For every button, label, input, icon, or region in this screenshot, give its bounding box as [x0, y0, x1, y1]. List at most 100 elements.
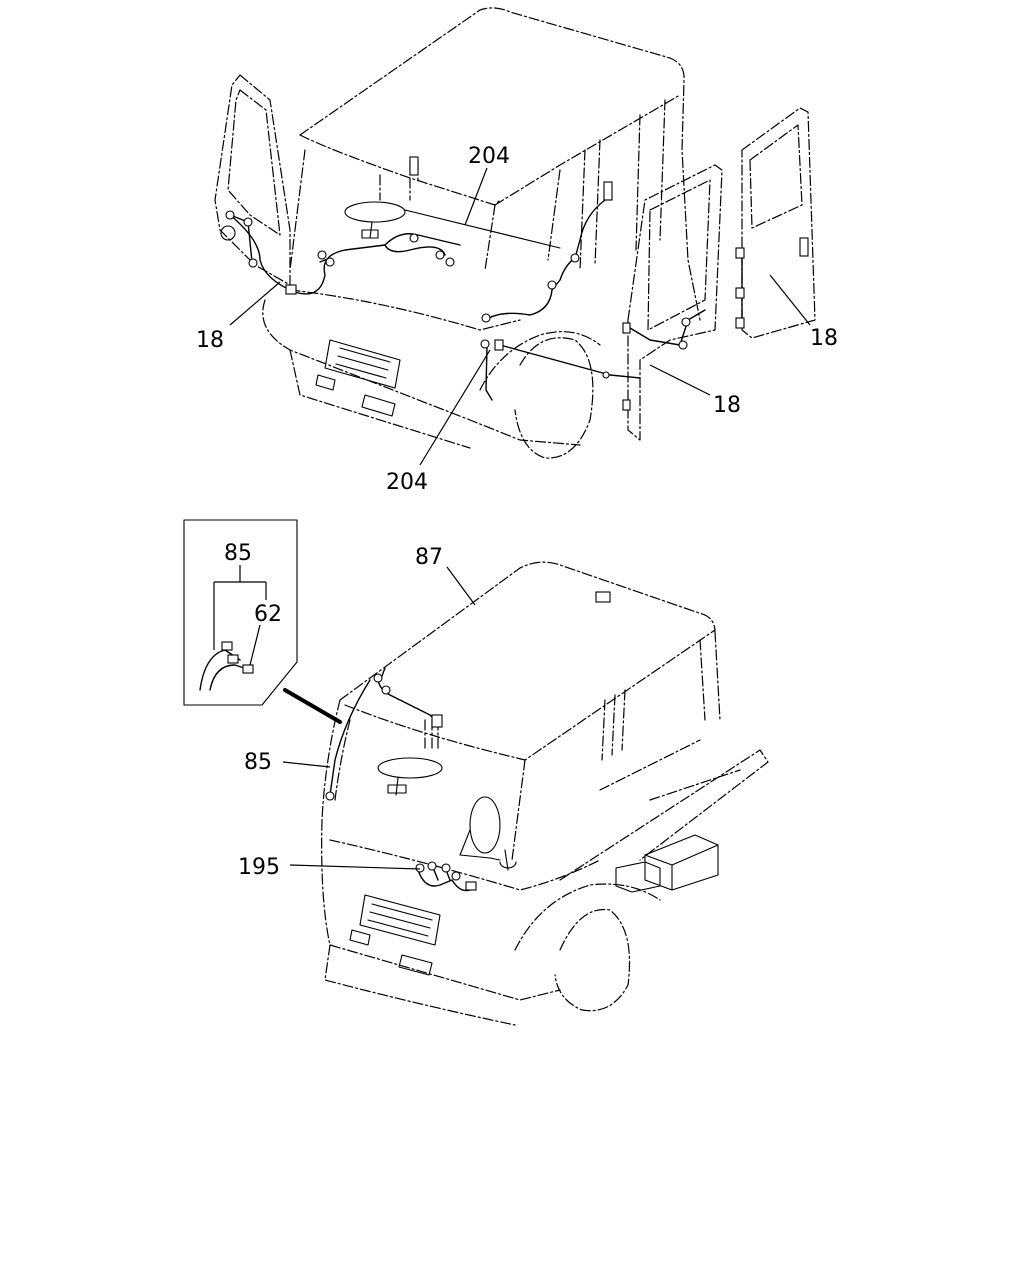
callout-85-inset: 85 [224, 541, 252, 566]
steering-column [361, 221, 379, 239]
connector [242, 664, 254, 674]
left-door-window [227, 89, 281, 236]
inset-pointer-arrow [283, 688, 342, 724]
connector [441, 863, 451, 873]
cab2-hood [329, 839, 601, 891]
right-front-door-window [647, 179, 711, 331]
connector [381, 685, 391, 695]
right-rear-door-outline [741, 107, 816, 339]
callout-204-top: 204 [468, 144, 510, 169]
battery-terminal [615, 861, 661, 893]
top-labels: 204 18 18 18 204 [196, 144, 838, 495]
cab2-roof-front-edge [344, 629, 716, 761]
harness-204-main [229, 214, 446, 295]
connector [445, 257, 455, 267]
cab2-headlamp [349, 929, 433, 976]
harness-lower-204 [485, 344, 493, 401]
cab2-wheel [554, 908, 631, 1012]
harness-right-door [629, 309, 706, 346]
connector [570, 253, 580, 263]
connector [735, 247, 745, 259]
callout-18-right: 18 [713, 393, 741, 418]
harness-right-door-feed [499, 344, 641, 379]
cab2-windshield [334, 719, 526, 861]
connector [243, 217, 253, 227]
windshield-outline [289, 149, 561, 271]
leader-87 [446, 566, 476, 606]
connector [681, 317, 691, 327]
inset-bracket [213, 565, 267, 650]
cab2-mirror-bracket [459, 829, 517, 871]
steering-wheel [344, 201, 406, 223]
connector [451, 871, 461, 881]
connector [373, 673, 383, 683]
callout-85: 85 [244, 750, 272, 775]
bottom-view-cab [321, 561, 769, 1026]
cab-roof-side-edge [494, 94, 681, 206]
connector [435, 250, 445, 260]
connector [603, 181, 613, 201]
connector [415, 863, 425, 873]
leader-85 [282, 761, 331, 768]
leader-18-rear [769, 274, 811, 326]
connector [799, 237, 809, 257]
connector [465, 881, 477, 891]
leader-18-left [229, 281, 281, 326]
connector [622, 399, 631, 411]
inset-leader-62 [249, 624, 261, 666]
connector [285, 284, 297, 295]
left-door-top [214, 74, 291, 286]
callout-87: 87 [415, 545, 443, 570]
cab2-pillar-left [321, 699, 341, 821]
callout-18-left: 18 [196, 328, 224, 353]
headlamp-outline [315, 374, 396, 417]
cab2-body-lower [321, 819, 561, 1026]
top-view-cab [262, 7, 701, 459]
cab-roof-outline [299, 7, 701, 321]
connector [622, 322, 631, 334]
connector [678, 340, 688, 350]
connector [427, 861, 437, 871]
cab2-fender [514, 883, 661, 951]
right-rear-door-window [749, 124, 803, 229]
connector [409, 156, 419, 176]
connector [227, 654, 239, 664]
inset-frame [183, 519, 298, 706]
connector [735, 317, 745, 329]
right-door-top [627, 107, 816, 441]
cab2-side-windows [601, 631, 721, 761]
connector [325, 791, 335, 801]
battery-box [644, 834, 719, 891]
callout-204-bottom: 204 [386, 470, 428, 495]
grille-outline [324, 339, 401, 389]
connector [325, 257, 335, 267]
front-wheel-outline [514, 337, 594, 459]
front-body-outline [262, 299, 581, 449]
leader-195 [289, 864, 421, 870]
cab2-mirror [469, 796, 501, 854]
cab2-grille [359, 894, 441, 946]
harness-right-branch [485, 199, 606, 321]
cab2-chassis-rail [559, 739, 769, 881]
connector [480, 339, 490, 349]
fender-outline [479, 331, 601, 391]
callout-62: 62 [254, 602, 282, 627]
connector [595, 591, 611, 603]
connector [409, 233, 419, 243]
left-door-speaker [220, 225, 236, 241]
connector [317, 250, 327, 260]
bottom-leaders [282, 566, 476, 870]
callout-195: 195 [238, 855, 280, 880]
cab2-roof-outline [339, 561, 716, 701]
harness-87-roof [377, 667, 441, 726]
connector [547, 280, 557, 290]
side-window-outline [579, 99, 666, 271]
leader-204-top [464, 167, 488, 226]
leader-18-right [649, 364, 711, 396]
top-leaders [229, 167, 811, 466]
connector [735, 287, 745, 299]
bottom-labels: 87 85 195 [238, 545, 443, 880]
connector [602, 371, 610, 379]
left-door-outline [214, 74, 291, 286]
